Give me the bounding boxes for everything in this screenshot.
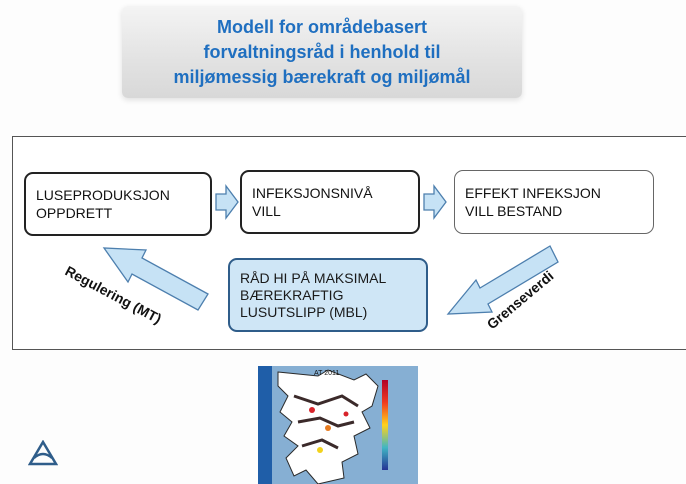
box-mbl-line-1: RÅD HI PÅ MAKSIMAL [240,269,387,286]
box-infeksjonsniva: INFEKSJONSNIVÅ VILL [240,170,420,234]
box-lakseproduksjon: LUSEPRODUKSJON OPPDRETT [24,172,212,236]
map-image: AT 2011 [258,366,418,484]
box-mbl: RÅD HI PÅ MAKSIMAL BÆREKRAFTIG LUSUTSLIP… [228,258,428,332]
title-line-2: forvaltningsråd i henhold til [203,41,441,62]
box-infeksjonsniva-line-1: INFEKSJONSNIVÅ [252,185,373,201]
arrow-grenseverdi [446,245,559,315]
title-line-3: miljømessig bærekraft og miljømål [173,66,471,87]
box-effekt-line-2: VILL BESTAND [465,203,563,219]
box-lakseproduksjon-line-1: LUSEPRODUKSJON [36,187,170,203]
logo-icon [27,439,59,466]
box-infeksjonsniva-line-2: VILL [252,203,281,219]
arrow-right-1 [215,184,239,220]
title-banner: Modell for områdebasert forvaltningsråd … [122,6,522,98]
map-title: AT 2011 [314,370,339,377]
box-mbl-line-3: LUSUTSLIPP (MBL) [240,303,368,320]
box-effekt: EFFEKT INFEKSJON VILL BESTAND [454,170,654,234]
title-line-1: Modell for områdebasert [216,16,428,37]
map-fjords [293,394,359,450]
institute-logo [27,439,59,471]
arrow-regulering [102,247,209,311]
map-thumbnail: AT 2011 [258,366,418,484]
box-mbl-line-2: BÆREKRAFTIG [240,286,344,303]
arrow-right-2 [423,184,447,220]
box-effekt-line-1: EFFEKT INFEKSJON [465,185,601,201]
box-lakseproduksjon-line-2: OPPDRETT [36,205,113,221]
